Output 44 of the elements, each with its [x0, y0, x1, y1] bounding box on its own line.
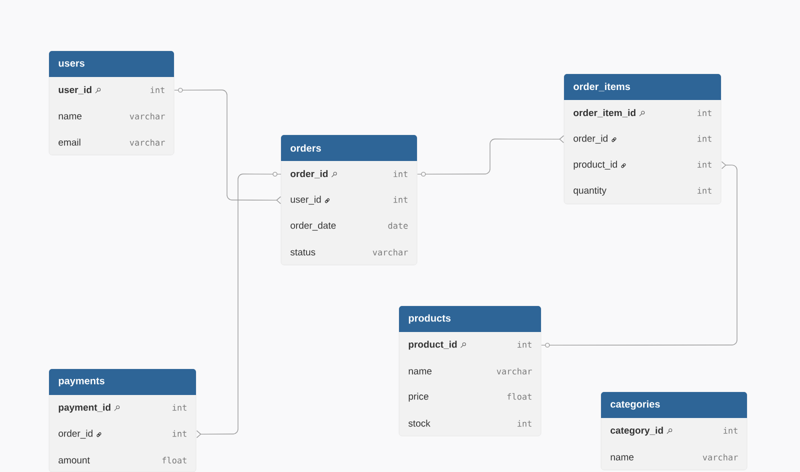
relationship-line: [174, 88, 282, 204]
table-row: order_id int: [574, 134, 712, 144]
node-label: order_id: [58, 430, 92, 439]
table-row: order_id int: [58, 430, 186, 439]
table-row: order_item_id int: [574, 109, 712, 118]
table-row: payment_id int: [58, 404, 186, 413]
node-label: int: [518, 341, 532, 348]
node-label: int: [150, 86, 164, 94]
table-row: amount float: [58, 456, 186, 464]
table-row: name varchar: [58, 112, 165, 120]
table-row: category_id int: [610, 426, 738, 436]
table-row: name varchar: [610, 454, 738, 460]
table-row: status varchar: [290, 248, 408, 256]
node-label: order_id: [290, 170, 328, 178]
node-label: int: [172, 404, 186, 411]
node-label: user_id: [290, 196, 321, 205]
table-row: user_id int: [58, 86, 164, 94]
node-label: int: [698, 110, 712, 116]
node-label: payment_id: [58, 404, 110, 413]
node-label: int: [172, 430, 186, 437]
table-row: product_id int: [574, 160, 712, 170]
node-label: order_id: [574, 134, 608, 144]
table-row: order_date date: [290, 222, 408, 231]
table-row: price float: [408, 392, 532, 402]
table-row: quantity int: [574, 186, 712, 196]
node-label: int: [394, 170, 408, 178]
node-label: int: [724, 427, 738, 434]
node-label: int: [394, 196, 408, 203]
relationship-line: [417, 135, 564, 177]
node-label: product_id: [574, 160, 617, 170]
table-row: user_id int: [290, 196, 408, 205]
table-row: stock int: [408, 420, 532, 427]
table-row: name varchar: [408, 368, 532, 374]
table-row: email varchar: [58, 138, 165, 146]
node-label: user_id: [58, 86, 92, 94]
table-row: order_id int: [290, 170, 408, 178]
node-label: category_id: [610, 426, 663, 436]
relationship-line: [541, 161, 738, 348]
table-row: product_id int: [408, 340, 532, 350]
relationship-line: [196, 172, 282, 438]
node-label: int: [698, 161, 712, 168]
node-label: order_item_id: [574, 109, 636, 118]
node-label: int: [698, 135, 712, 142]
node-label: product_id: [408, 340, 457, 350]
